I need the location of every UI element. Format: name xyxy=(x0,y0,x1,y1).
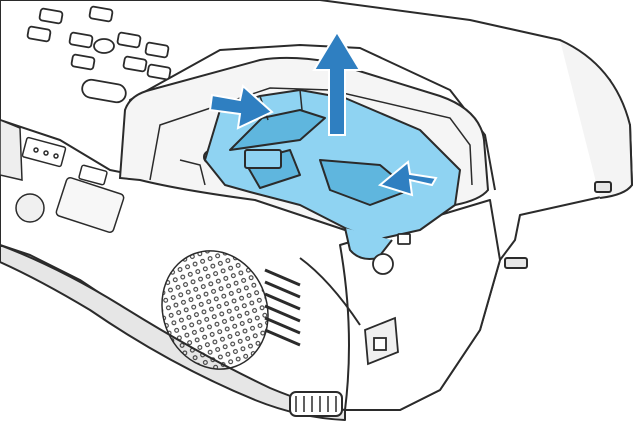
arrow-left-icon xyxy=(377,160,438,197)
adjustable-foot-icon xyxy=(289,391,343,417)
rear-feet xyxy=(504,181,612,269)
control-buttons xyxy=(26,5,172,104)
speaker-grille-icon xyxy=(161,250,301,370)
side-features xyxy=(364,233,411,366)
arrow-up-icon xyxy=(312,30,362,136)
arrow-right-icon xyxy=(208,84,274,130)
lamp-unit-icon xyxy=(204,89,461,260)
connector-panel xyxy=(0,119,125,234)
